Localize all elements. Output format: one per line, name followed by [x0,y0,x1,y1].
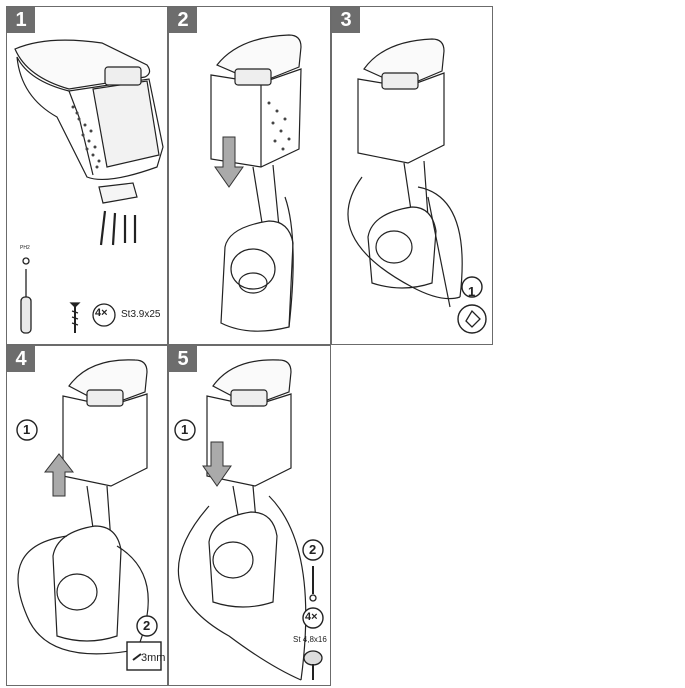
screwdriver-tip-label: PH2 [20,245,30,251]
step-5-panel: 5 1 2 4× St 4,8x16 [168,345,331,686]
step-number-badge: 3 [332,7,360,33]
step5-screw-count: 4× [305,611,318,623]
step-number-badge: 5 [169,346,197,372]
arrow-up-icon [43,453,75,497]
callout-circle [16,419,162,671]
hex-size-label: 3mm [141,652,166,664]
armrest-fixing-illustration [347,38,487,334]
arrow-down-icon [214,136,244,188]
armrest-final-fixing-illustration [174,359,324,681]
step-number-badge: 2 [169,7,197,33]
step-number-badge: 4 [7,346,35,372]
step5-callout-b: 2 [309,542,317,557]
armrest-exploded-illustration [14,39,164,334]
step-1-panel: 1 [6,6,168,345]
arrow-down-icon [202,441,232,487]
screw-icon [303,566,323,680]
step-2-panel: 2 [168,6,331,345]
hex-key-icon [132,653,142,661]
screw-icon [69,302,116,333]
callout-circle [174,419,324,629]
step-4-panel: 4 1 2 3mm [6,345,168,686]
step4-callout-a: 1 [23,422,31,437]
screw-spec-label: St3.9x25 [121,309,161,320]
armrest-slide-down-illustration [210,34,302,332]
step5-callout-a: 1 [181,422,189,437]
wrench-icon [465,309,481,328]
perforation-pattern [71,105,101,169]
screwdriver-icon [20,257,32,334]
screw-count-label: 4× [95,307,108,319]
step5-screw-spec: St 4,8x16 [293,635,327,644]
step-number-badge: 1 [7,7,35,33]
step3-callout-label: 1 [468,284,476,299]
armrest-slide-up-illustration [16,359,162,671]
step-3-panel: 3 1 [331,6,493,345]
callout-circle [457,276,487,334]
step4-callout-b: 2 [143,618,151,633]
